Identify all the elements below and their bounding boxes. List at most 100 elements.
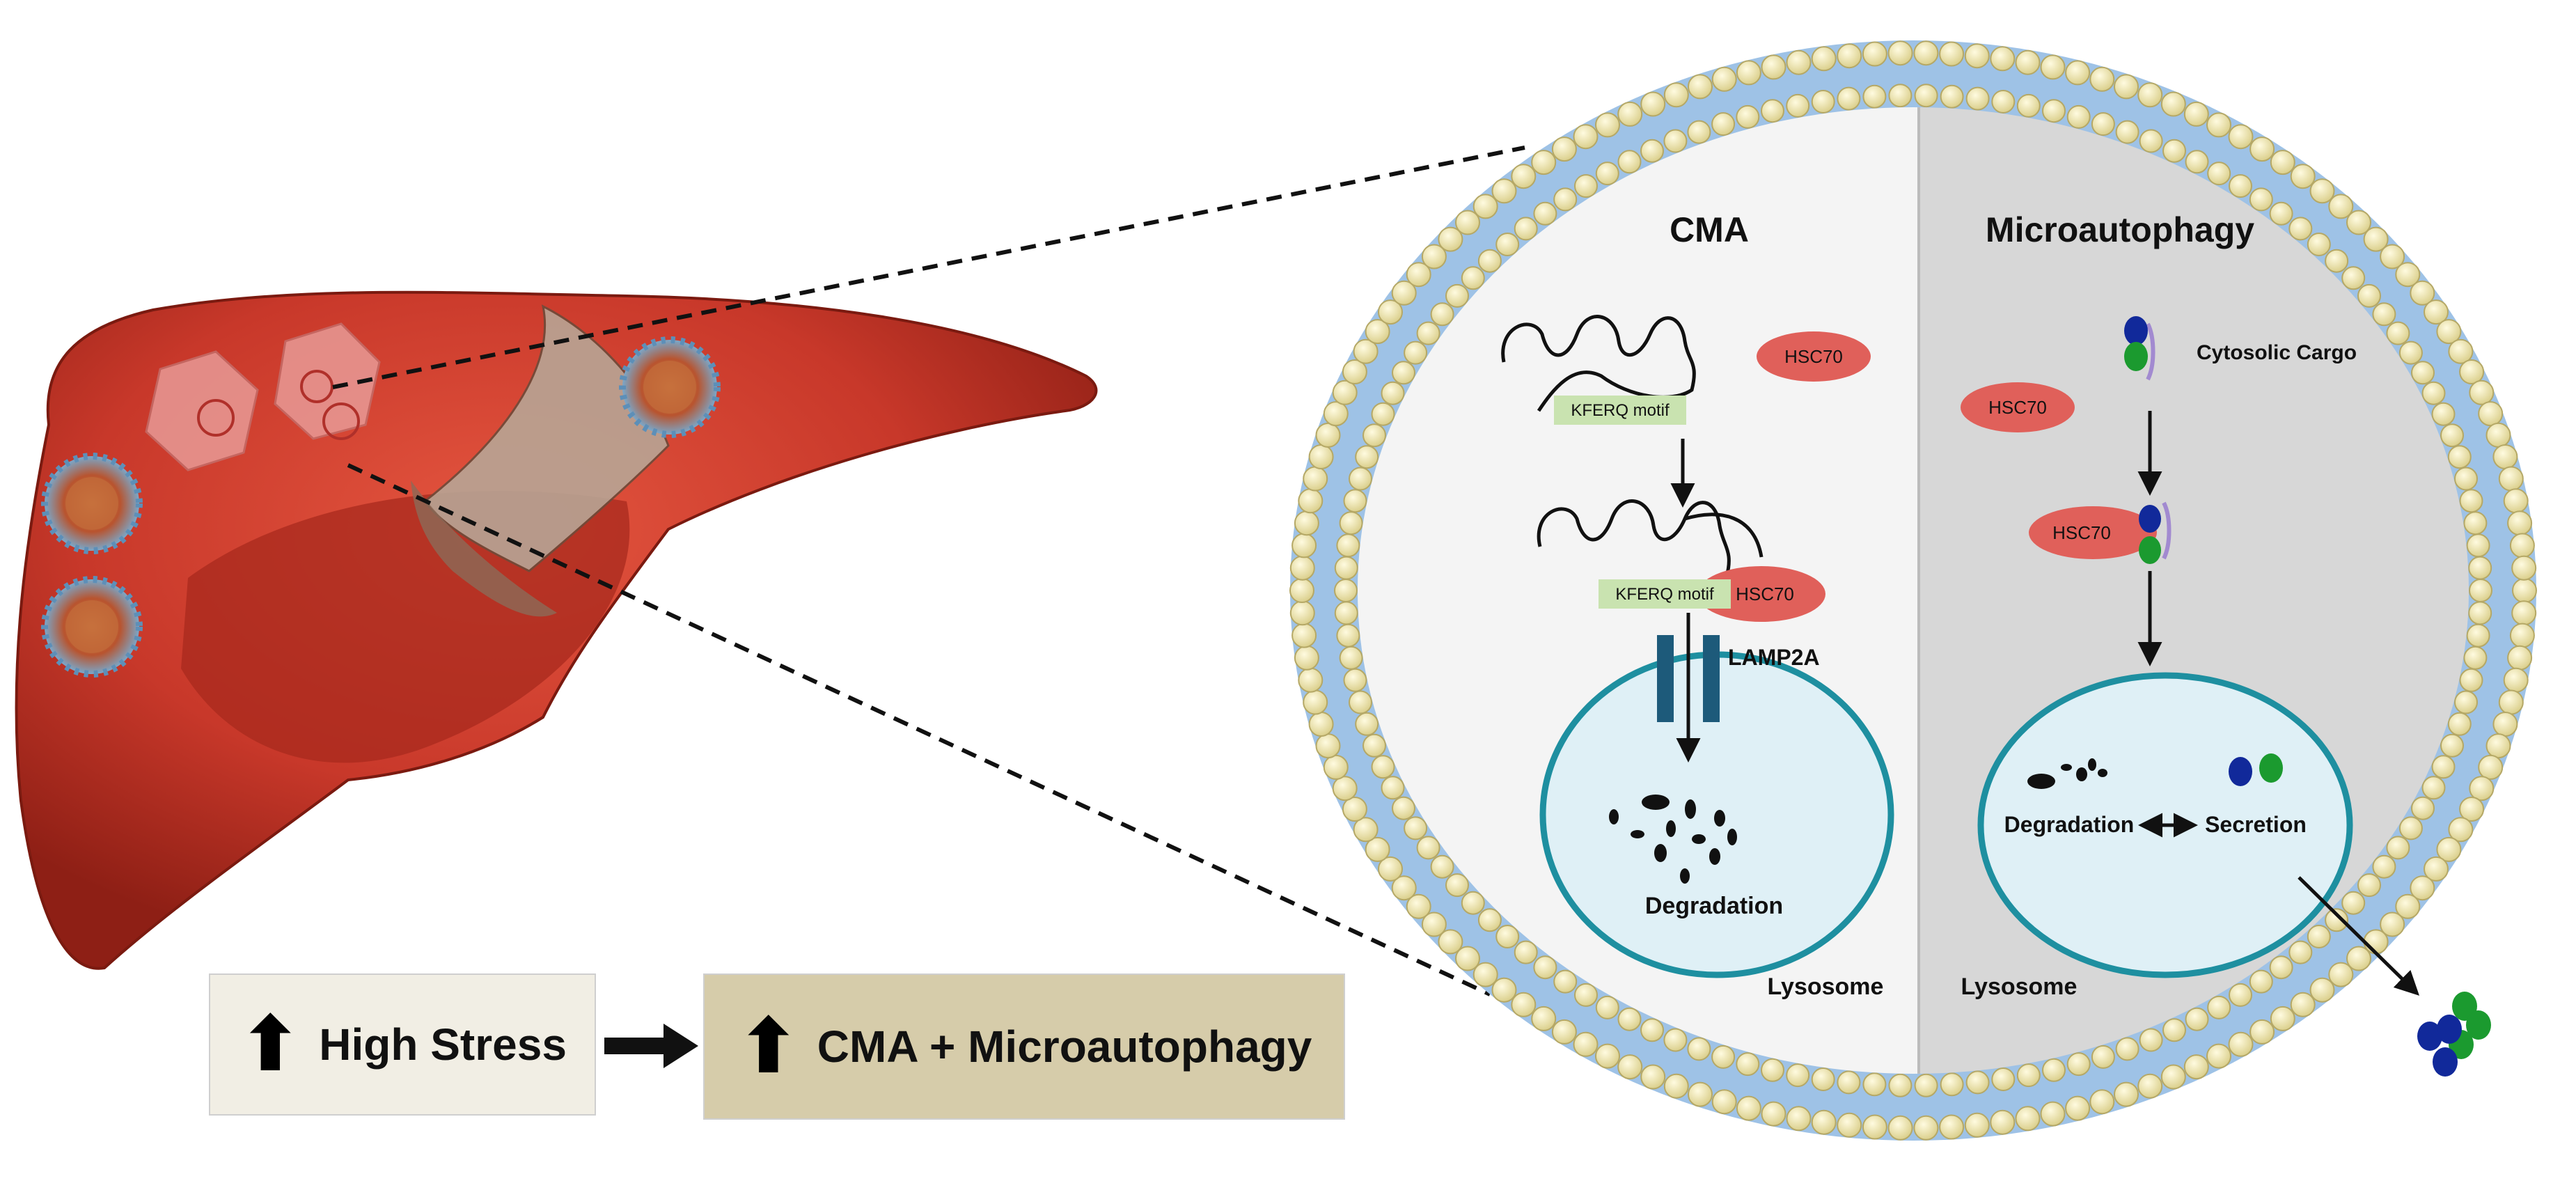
membrane-bead (2459, 797, 2485, 822)
membrane-bead (2503, 488, 2529, 514)
membrane-bead (2410, 280, 2435, 306)
membrane-bead (2447, 445, 2472, 469)
membrane-bead (2459, 359, 2485, 384)
membrane-bead (2228, 124, 2254, 150)
liver-illustration (15, 290, 1098, 970)
membrane-bead (1289, 555, 1315, 581)
membrane-bead (1533, 201, 1557, 226)
membrane-bead (1990, 46, 2016, 72)
membrane-bead (1315, 733, 1341, 759)
secretion-exit-arrow (2298, 876, 2419, 996)
cma-pathway: KFERQ motif HSC70 KFERQ motif HSC70 LAMP… (1501, 315, 1894, 1000)
membrane-bead (1511, 164, 1537, 189)
membrane-bead (1811, 1067, 1835, 1091)
membrane-bead (1421, 244, 1447, 269)
membrane-bead (1711, 112, 1736, 136)
membrane-bead (1990, 1109, 2016, 1135)
membrane-bead (2411, 361, 2435, 385)
membrane-bead (2325, 908, 2349, 932)
membrane-inner-beads (1334, 84, 2492, 1097)
membrane-bead (2447, 712, 2472, 736)
membrane-bead (1811, 90, 1835, 114)
membrane-bead (2436, 836, 2462, 862)
membrane-bead (2459, 489, 2483, 513)
kferq-motif-1-label: KFERQ motif (1571, 401, 1670, 420)
membrane-bead (1711, 66, 1737, 92)
membrane-bead (1617, 101, 1643, 127)
membrane-bead (1837, 1112, 1862, 1138)
membrane-bead (1761, 1101, 1786, 1127)
membrane-bead (2270, 150, 2295, 175)
membrane-bead (1991, 1067, 2016, 1091)
membrane-bead (1303, 689, 1328, 715)
cma-degradation-label: Degradation (1645, 893, 1783, 919)
membrane-bead (2386, 321, 2410, 345)
membrane-bead (1574, 174, 1598, 198)
cargo-bound (2139, 501, 2171, 564)
membrane-bead (1371, 755, 1395, 779)
secreted-cargo (2417, 992, 2491, 1077)
membrane-bead (1688, 1081, 1713, 1107)
membrane-bead (2503, 667, 2529, 693)
membrane-bead (2454, 467, 2478, 491)
membrane-bead (1914, 84, 1938, 108)
membrane-bead (2469, 776, 2495, 801)
cma-lysosome-label: Lysosome (1768, 973, 1884, 1000)
membrane-bead (2249, 136, 2275, 162)
membrane-bead (1736, 60, 1761, 86)
membrane-bead (1573, 1031, 1599, 1057)
unfolded-protein-2-tail (1684, 513, 1764, 558)
membrane-bead (2410, 875, 2435, 901)
membrane-bead (2511, 600, 2537, 626)
membrane-bead (2114, 1081, 2139, 1107)
kferq-motif-2-label: KFERQ motif (1615, 585, 1714, 604)
membrane-bead (1551, 136, 1577, 162)
membrane-bead (1298, 667, 1324, 693)
membrane-bead (2269, 201, 2293, 226)
membrane-bead (1595, 162, 1619, 186)
membrane-bead (1617, 150, 1642, 174)
membrane-bead (1294, 510, 1319, 536)
cytosolic-cargo (2124, 316, 2155, 381)
membrane-bead (1913, 40, 1939, 66)
microautophagy-pathway: Cytosolic Cargo HSC70 HSC70 Degradation … (1961, 316, 2491, 1077)
membrane-bead (1455, 946, 1480, 971)
membrane-bead (2395, 262, 2421, 288)
membrane-bead (2492, 712, 2518, 737)
membrane-bead (1786, 1106, 1812, 1132)
membrane-bead (1495, 925, 1520, 948)
membrane-bead (1491, 178, 1517, 204)
membrane-bead (1837, 86, 1861, 111)
membrane-bead (2398, 341, 2423, 365)
micro-degradation-fragments (2027, 758, 2107, 789)
kferq-motif-1 (1554, 396, 1686, 425)
membrane-bead (2185, 150, 2209, 174)
membrane-bead (1640, 1064, 1666, 1090)
membrane-bead (1392, 361, 1415, 385)
membrane-bead (2091, 112, 2115, 136)
membrane-bead (2015, 1106, 2041, 1132)
membrane-bead (1786, 93, 1810, 118)
membrane-bead (1455, 210, 1480, 235)
microautophagy-title: Microautophagy (1986, 210, 2254, 249)
membrane-bead (1332, 776, 1358, 801)
cytosolic-cargo-label: Cytosolic Cargo (2197, 341, 2357, 364)
membrane-bead (2512, 578, 2537, 603)
membrane-bead (2042, 99, 2066, 123)
membrane-bead (1406, 893, 1431, 919)
membrane-bead (2114, 74, 2139, 100)
cma-microautophagy-box: ⬆ CMA + Microautophagy (703, 973, 1345, 1120)
membrane-bead (2469, 579, 2492, 602)
membrane-bead (1339, 646, 1363, 670)
result-label: CMA + Microautophagy (817, 1022, 1312, 1072)
membrane-bead (2469, 380, 2495, 405)
membrane-bead (2139, 129, 2163, 153)
membrane-bead (1342, 797, 1367, 822)
membrane-bead (2346, 210, 2371, 235)
membrane-bead (1392, 796, 1415, 820)
membrane-bead (1323, 401, 1349, 427)
membrane-bead (1786, 49, 1812, 75)
membrane-bead (2466, 533, 2490, 558)
cma-degradation-fragments (1609, 795, 1737, 884)
membrane-bead (1939, 1114, 1965, 1140)
